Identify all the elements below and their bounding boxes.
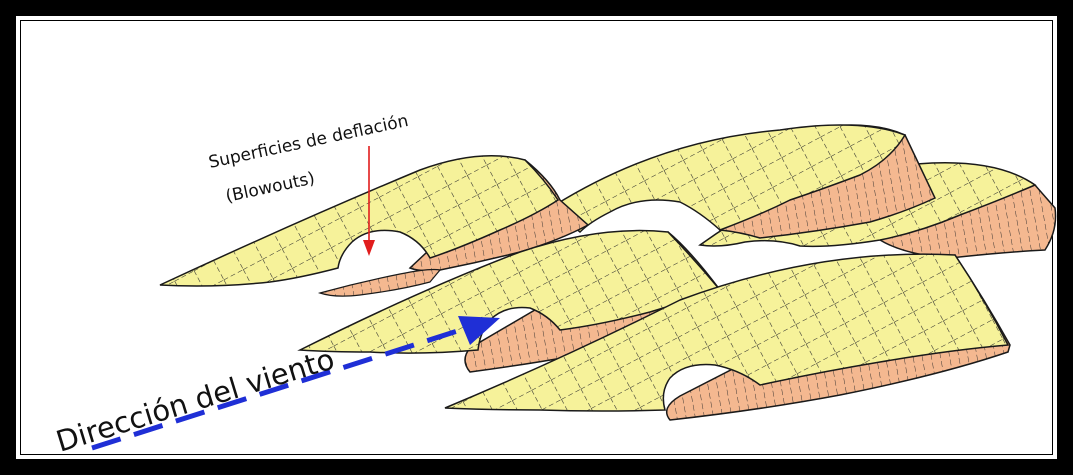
wind-direction-label: Dirección del viento	[52, 342, 338, 459]
blowouts-label-line1: Superficies de deflación	[207, 111, 410, 173]
blowouts-label-line2: (Blowouts)	[224, 168, 317, 206]
